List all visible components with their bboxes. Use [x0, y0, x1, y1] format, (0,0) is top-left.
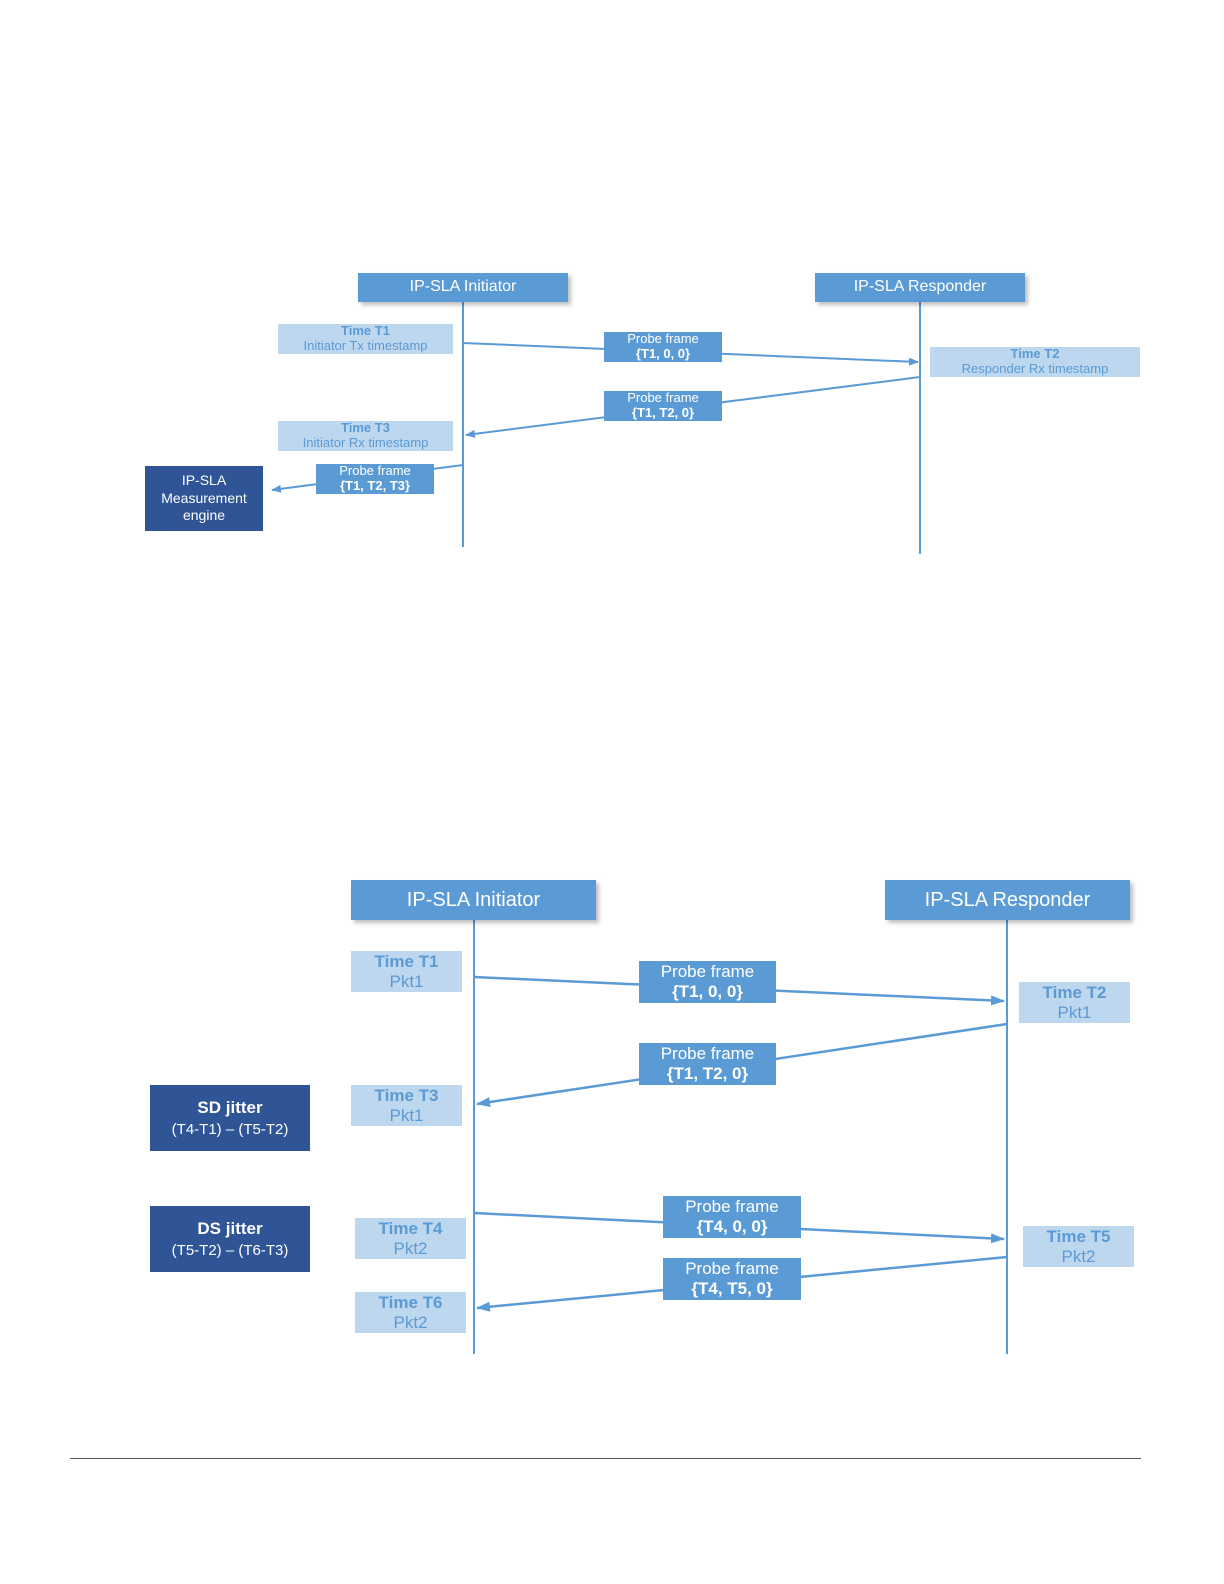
timestamp-desc: Initiator Tx timestamp: [303, 338, 428, 353]
probe-value: {T1, 0, 0}: [672, 982, 743, 1001]
initiator-label: IP-SLA Initiator: [406, 888, 541, 911]
probe-value: {T4, T5, 0}: [691, 1279, 773, 1298]
engine-line2: Measurement: [161, 489, 247, 506]
timestamp-t2: Time T2 Responder Rx timestamp: [930, 346, 1140, 377]
timestamp-t1: Time T1 Pkt1: [351, 951, 462, 992]
timestamp-t5: Time T5 Pkt2: [1023, 1226, 1134, 1267]
timestamp-desc: Initiator Rx timestamp: [302, 435, 429, 450]
timestamp-title: Time T2: [1010, 346, 1060, 362]
timestamp-packet: Pkt2: [393, 1238, 428, 1258]
timestamp-packet: Pkt2: [393, 1312, 428, 1332]
engine-line1: IP-SLA: [181, 472, 227, 489]
sd-jitter-box: SD jitter (T4-T1) – (T5-T2): [150, 1085, 310, 1151]
timestamp-title: Time T4: [378, 1218, 443, 1238]
timestamp-t4: Time T4 Pkt2: [355, 1218, 466, 1259]
ds-jitter-formula: (T5-T2) – (T6-T3): [171, 1242, 289, 1260]
probe-frame-2: Probe frame {T1, T2, 0}: [604, 390, 722, 421]
probe-frame-1: Probe frame {T1, 0, 0}: [639, 961, 776, 1003]
probe-value: {T1, T2, 0}: [631, 405, 695, 420]
probe-value: {T1, 0, 0}: [635, 346, 691, 361]
timestamp-title: Time T5: [1046, 1226, 1111, 1246]
diagram2-lines: [473, 920, 1008, 1354]
sd-jitter-formula: (T4-T1) – (T5-T2): [171, 1121, 289, 1139]
responder-header: IP-SLA Responder: [885, 880, 1130, 920]
probe-label: Probe frame: [685, 1259, 779, 1279]
probe-value: {T1, T2, T3}: [339, 478, 411, 493]
engine-line3: engine: [182, 507, 226, 524]
probe-label: Probe frame: [660, 1044, 755, 1064]
probe-frame-4: Probe frame {T4, T5, 0}: [663, 1258, 801, 1300]
initiator-label: IP-SLA Initiator: [409, 278, 517, 296]
responder-label: IP-SLA Responder: [853, 278, 987, 296]
timestamp-packet: Pkt1: [1057, 1002, 1092, 1022]
timestamp-title: Time T6: [378, 1292, 443, 1312]
timestamp-title: Time T1: [341, 323, 390, 339]
probe-frame-1: Probe frame {T1, 0, 0}: [604, 331, 722, 362]
timestamp-t2: Time T2 Pkt1: [1019, 982, 1130, 1023]
initiator-header: IP-SLA Initiator: [358, 273, 568, 302]
timestamp-t3: Time T3 Initiator Rx timestamp: [278, 420, 453, 451]
probe-label: Probe frame: [627, 331, 699, 347]
probe-label: Probe frame: [627, 390, 699, 406]
probe-value: {T1, T2, 0}: [666, 1064, 749, 1083]
probe-frame-3: Probe frame {T1, T2, T3}: [316, 463, 434, 494]
sd-jitter-title: SD jitter: [197, 1097, 263, 1117]
measurement-engine: IP-SLA Measurement engine: [145, 466, 263, 531]
timestamp-title: Time T2: [1042, 982, 1107, 1002]
timestamp-t1: Time T1 Initiator Tx timestamp: [278, 323, 453, 354]
responder-label: IP-SLA Responder: [924, 888, 1091, 911]
probe-frame-3: Probe frame {T4, 0, 0}: [663, 1196, 801, 1238]
timestamp-t3: Time T3 Pkt1: [351, 1085, 462, 1126]
timestamp-title: Time T3: [374, 1085, 439, 1105]
probe-value: {T4, 0, 0}: [696, 1217, 768, 1236]
responder-header: IP-SLA Responder: [815, 273, 1025, 302]
timestamp-packet: Pkt1: [389, 1105, 424, 1125]
timestamp-t6: Time T6 Pkt2: [355, 1292, 466, 1333]
probe-label: Probe frame: [660, 962, 755, 982]
timestamp-title: Time T1: [374, 951, 439, 971]
timestamp-packet: Pkt2: [1061, 1246, 1096, 1266]
ds-jitter-box: DS jitter (T5-T2) – (T6-T3): [150, 1206, 310, 1272]
probe-label: Probe frame: [685, 1197, 779, 1217]
timestamp-packet: Pkt1: [389, 971, 424, 991]
footer-divider: [70, 1458, 1141, 1459]
initiator-header: IP-SLA Initiator: [351, 880, 596, 920]
ds-jitter-title: DS jitter: [197, 1218, 263, 1238]
timestamp-title: Time T3: [341, 420, 390, 436]
probe-label: Probe frame: [339, 463, 411, 479]
probe-frame-2: Probe frame {T1, T2, 0}: [639, 1043, 776, 1085]
timestamp-desc: Responder Rx timestamp: [961, 361, 1109, 376]
